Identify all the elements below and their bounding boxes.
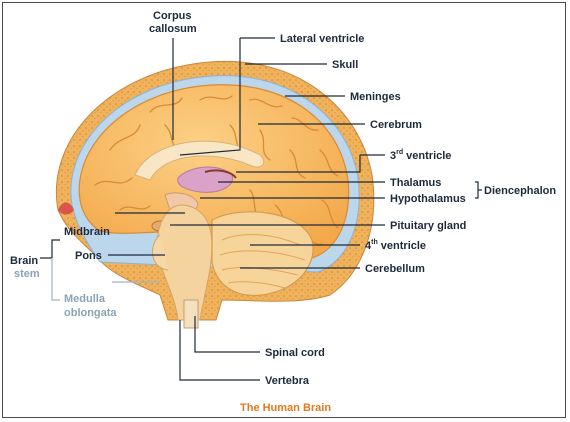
label-brain-stem-line2: stem <box>14 268 40 280</box>
label-medulla-line1: Medulla <box>64 293 106 305</box>
label-spinal-cord: Spinal cord <box>265 347 325 359</box>
diagram-caption: The Human Brain <box>240 402 331 414</box>
spinal-cord-shape <box>183 299 199 329</box>
label-meninges: Meninges <box>350 91 401 103</box>
label-third-ventricle: 3rd ventricle <box>390 149 451 162</box>
label-lateral-ventricle: Lateral ventricle <box>280 33 364 45</box>
label-diencephalon: Diencephalon <box>484 185 556 197</box>
label-thalamus: Thalamus <box>390 177 441 189</box>
frontal-sinus <box>58 202 74 215</box>
label-vertebra: Vertebra <box>265 375 310 387</box>
label-pituitary-gland: Pituitary gland <box>390 220 466 232</box>
thalamus-shape <box>177 166 234 193</box>
label-pons: Pons <box>75 250 102 262</box>
label-brain-stem-line1: Brain <box>10 255 38 267</box>
label-cerebrum: Cerebrum <box>370 119 422 131</box>
label-corpus-callosum-line1: Corpus <box>153 10 192 22</box>
label-medulla-line2: oblongata <box>64 307 117 319</box>
label-hypothalamus: Hypothalamus <box>390 193 466 205</box>
leader-lines <box>40 37 482 381</box>
label-skull: Skull <box>332 59 358 71</box>
label-cerebellum: Cerebellum <box>365 263 425 275</box>
third-ventricle-shape <box>204 169 237 179</box>
label-midbrain: Midbrain <box>64 226 110 238</box>
label-corpus-callosum-line2: callosum <box>149 23 197 35</box>
label-fourth-ventricle: 4th ventricle <box>365 239 426 252</box>
cerebrum-gyri <box>94 95 339 245</box>
